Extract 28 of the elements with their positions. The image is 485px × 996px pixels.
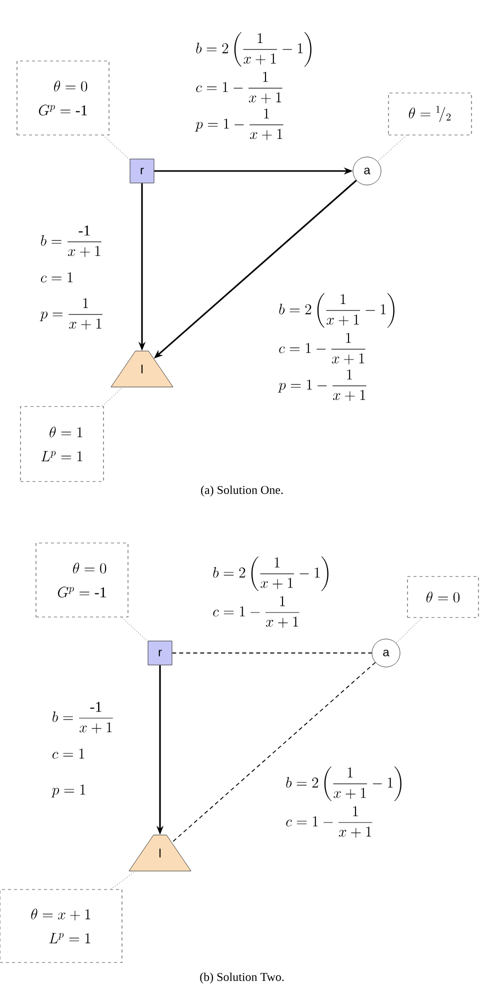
- square-node: r: [148, 640, 172, 666]
- leader-line: [102, 386, 123, 406]
- edge-label: $\begin{array}{l} b = \dfrac{\mbox{-1}}{x+1} \\ c = 1 \\ p = 1 \end{array}$: [46, 696, 120, 806]
- trapezoid-node: l: [128, 834, 192, 872]
- connector-line: [172, 652, 372, 654]
- edge-label: $\begin{array}{l} b = 2\left(\dfrac{1}{x+1} - 1\right) \\ c = 1 - \dfrac{1}{x+1} \\ p = 1 - \dfrac{1}{x+1} \end{array}$: [190, 27, 320, 141]
- info-box: $\theta = 0$ $G^p = \mbox{-1}$: [36, 542, 128, 618]
- edge-label: $\begin{array}{l} b = \dfrac{\mbox{-1}}{x+1} \\ c = 1 \\ p = \dfrac{1}{x+1} \end{array}$: [34, 219, 110, 331]
- info-box: $\theta = x + 1$ $L^p = 1$: [0, 889, 122, 963]
- caption: (b) Solution Two.: [200, 972, 284, 984]
- square-node: r: [130, 158, 154, 184]
- info-box: $\theta = 0$ $G^p = \mbox{-1}$: [16, 60, 110, 136]
- leader-line: [377, 135, 407, 162]
- edge-label: $\begin{array}{l} b = 2\left(\dfrac{1}{x+1} - 1\right) \\ c = 1 - \dfrac{1}{x+1} \end{array}$: [280, 761, 410, 839]
- info-box: $\theta = 1$ $L^p = 1$: [20, 406, 104, 482]
- leader-line: [103, 135, 130, 160]
- circle-node: a: [352, 156, 382, 186]
- leader-line: [396, 618, 422, 644]
- caption: (a) Solution One.: [201, 486, 283, 496]
- info-box: $\theta = {}^1\!/_2$: [388, 92, 472, 136]
- leader-line: [122, 617, 148, 642]
- trapezoid-node: l: [110, 350, 174, 388]
- connector-line: [171, 662, 376, 843]
- edge-label: $\begin{array}{l} b = 2\left(\dfrac{1}{x+1} - 1\right) \\ c = 1 - \dfrac{1}{x+1} \\ p = 1 - \dfrac{1}{x+1} \end{array}$: [272, 288, 404, 402]
- edge-label: $\begin{array}{l} b = 2\left(\dfrac{1}{x+1} - 1\right) \\ c = 1 - \dfrac{1}{x+1} \end{array}$: [206, 551, 338, 629]
- leader-line: [110, 870, 136, 890]
- circle-node: a: [372, 638, 400, 668]
- info-box: $\theta = 0$: [407, 576, 479, 618]
